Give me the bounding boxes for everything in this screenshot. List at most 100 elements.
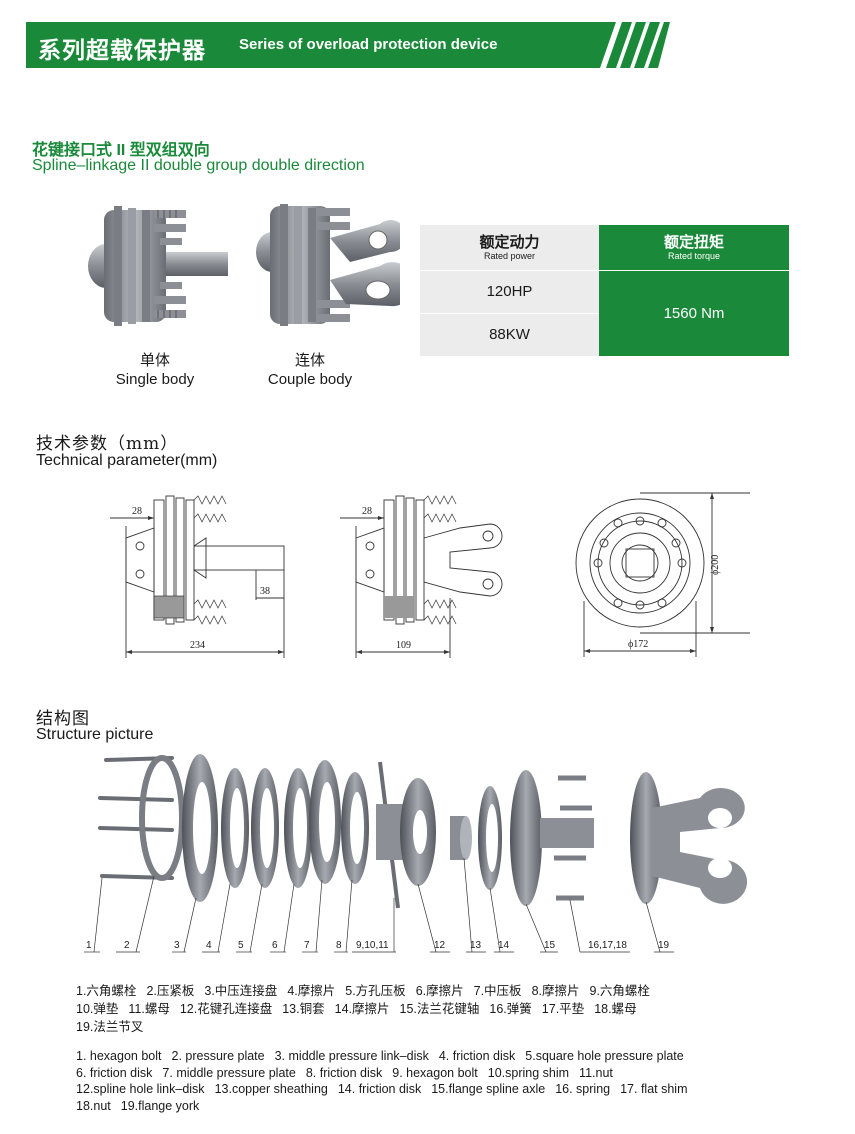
- legend-en-item: 4. friction disk: [438, 1049, 516, 1063]
- part-label-6: 6: [272, 940, 278, 951]
- rated-torque-header: 额定扭矩 Rated torque: [599, 225, 789, 270]
- product-title-en: Spline–linkage II double group double di…: [32, 157, 365, 174]
- header-banner: 系列超载保护器 Series of overload protection de…: [26, 22, 670, 68]
- power-kw-cell: 88KW: [420, 314, 599, 356]
- legend-cn-item: 8.摩擦片: [531, 984, 580, 998]
- couple-body-en: Couple body: [267, 371, 353, 388]
- rated-torque-cn: 额定扭矩: [663, 234, 724, 251]
- couple-body-drawing: 28 109: [340, 495, 503, 658]
- part-label-2: 2: [124, 940, 130, 951]
- legend-en-item: 17. flat shim: [620, 1082, 688, 1096]
- legend-en-row: 1. hexagon bolt 2. pressure plate 3. middl…: [76, 1048, 698, 1065]
- legend-cn-item: 19.法兰节叉: [76, 1020, 144, 1034]
- dim-flange-200: ϕ200: [710, 555, 721, 575]
- legend-en-item: 5.square hole pressure plate: [525, 1049, 684, 1063]
- couple-body-caption: 连体 Couple body: [255, 351, 365, 389]
- legend-en-item: 9. hexagon bolt: [392, 1065, 478, 1080]
- legend-en-item: 19.flange york: [120, 1098, 200, 1113]
- legend-en-row: 18.nut 19.flange york: [76, 1098, 698, 1115]
- legend-en-item: 12.spline hole link–disk: [76, 1082, 205, 1096]
- legend-en-row: 12.spline hole link–disk 13.copper sheath…: [76, 1081, 698, 1098]
- legend-cn-item: 14.摩擦片: [334, 1002, 390, 1016]
- single-body-drawing: 28 38 234: [110, 495, 285, 658]
- part-label-1: 1: [86, 940, 92, 951]
- legend-en-item: 10.spring shim: [487, 1065, 570, 1080]
- single-body-en: Single body: [115, 371, 195, 388]
- banner-title-en: Series of overload protection device: [239, 36, 498, 53]
- tech-title-en: Technical parameter(mm): [36, 452, 218, 469]
- legend-en-item: 7. middle pressure plate: [162, 1065, 296, 1080]
- legend-cn-item: 13.铜套: [282, 1002, 325, 1016]
- legend-en-item: 6. friction disk: [76, 1065, 153, 1080]
- couple-body-cn: 连体: [294, 352, 325, 369]
- dim-couple-28: 28: [362, 506, 372, 517]
- legend-en-item: 15.flange spline axle: [431, 1082, 546, 1096]
- legend-cn-item: 2.压紧板: [146, 984, 195, 998]
- rated-power-en: Rated power: [483, 251, 536, 261]
- legend-cn-item: 15.法兰花键轴: [399, 1002, 480, 1016]
- legend-en-item: 16. spring: [555, 1082, 611, 1096]
- legend-en-item: 13.copper sheathing: [214, 1082, 328, 1096]
- dim-flange-172: ϕ172: [628, 639, 648, 650]
- banner-background: [26, 22, 670, 68]
- legend-cn-item: 16.弹簧: [489, 1002, 532, 1016]
- part-label-12: 12: [434, 940, 446, 951]
- legend-en-item: 14. friction disk: [337, 1082, 422, 1096]
- legend-cn-item: 18.螺母: [594, 1002, 637, 1016]
- part-label-7: 7: [304, 940, 310, 951]
- legend-en-item: 11.nut: [579, 1065, 613, 1080]
- exploded-view: 1 2 3 4 5 6 7 8 9,10,11 12 13 14 15 16,1…: [84, 754, 748, 953]
- dim-single-234: 234: [190, 640, 205, 651]
- legend-en-item: 3. middle pressure link–disk: [274, 1049, 429, 1063]
- part-label-14: 14: [498, 940, 510, 951]
- part-label-9-10-11: 9,10,11: [356, 940, 389, 951]
- part-label-19: 19: [658, 940, 670, 951]
- legend-cn-item: 10.弹垫: [76, 1002, 119, 1016]
- rated-torque-en: Rated torque: [667, 251, 721, 261]
- legend-cn-item: 3.中压连接盘: [204, 984, 278, 998]
- couple-body-image: [256, 204, 400, 326]
- legend-en-row: 6. friction disk 7. middle pressure plate…: [76, 1065, 698, 1082]
- part-label-13: 13: [470, 940, 482, 951]
- tech-title-cn: 技术参数（mm）: [36, 434, 179, 454]
- single-body-cn: 单体: [139, 352, 170, 369]
- rated-power-cn: 额定动力: [479, 234, 540, 251]
- legend-cn-item: 5.方孔压板: [345, 984, 406, 998]
- legend-en: 1. hexagon bolt 2. pressure plate 3. middl…: [76, 1048, 698, 1114]
- dim-single-28: 28: [132, 506, 142, 517]
- part-label-8: 8: [336, 940, 342, 951]
- flange-front-drawing: ϕ200 ϕ172: [575, 492, 750, 657]
- part-label-16-17-18: 16,17,18: [588, 940, 627, 951]
- legend-cn-item: 9.六角螺栓: [589, 984, 650, 998]
- rating-table: 额定动力 Rated power 额定扭矩 Rated torque 120HP…: [420, 225, 789, 356]
- dim-single-38: 38: [260, 586, 270, 597]
- legend-cn-item: 12.花键孔连接盘: [179, 1002, 273, 1016]
- structure-title-en: Structure picture: [36, 726, 154, 743]
- part-label-3: 3: [174, 940, 180, 951]
- legend-cn-item: 6.摩擦片: [415, 984, 464, 998]
- legend-en-item: 18.nut: [76, 1098, 111, 1113]
- torque-cell: 1560 Nm: [599, 271, 789, 356]
- legend-cn-row: 19.法兰节叉: [76, 1018, 660, 1036]
- single-body-caption: 单体 Single body: [100, 351, 210, 389]
- legend-en-item: 2. pressure plate: [171, 1049, 265, 1063]
- part-label-15: 15: [544, 940, 556, 951]
- legend-cn-item: 17.平垫: [541, 1002, 585, 1016]
- legend-cn-item: 7.中压板: [473, 984, 522, 998]
- legend-cn-item: 11.螺母: [128, 1002, 170, 1016]
- product-title-cn: 花键接口式 II 型双组双向: [32, 142, 210, 159]
- banner-title-cn: 系列超载保护器: [38, 37, 206, 63]
- power-hp-cell: 120HP: [420, 271, 599, 313]
- legend-en-item: 8. friction disk: [305, 1065, 383, 1080]
- part-label-4: 4: [206, 940, 212, 951]
- dim-couple-109: 109: [396, 640, 411, 651]
- legend-cn-row: 10.弹垫 11.螺母 12.花键孔连接盘 13.铜套 14.摩擦片 15.法兰花键轴 16…: [76, 1000, 660, 1018]
- legend-cn-item: 1.六角螺栓: [76, 984, 137, 998]
- part-label-5: 5: [238, 940, 244, 951]
- single-body-image: [88, 206, 228, 326]
- structure-title-cn: 结构图: [36, 709, 90, 729]
- legend-en-item: 1. hexagon bolt: [76, 1049, 162, 1063]
- rated-power-header: 额定动力 Rated power: [420, 225, 599, 270]
